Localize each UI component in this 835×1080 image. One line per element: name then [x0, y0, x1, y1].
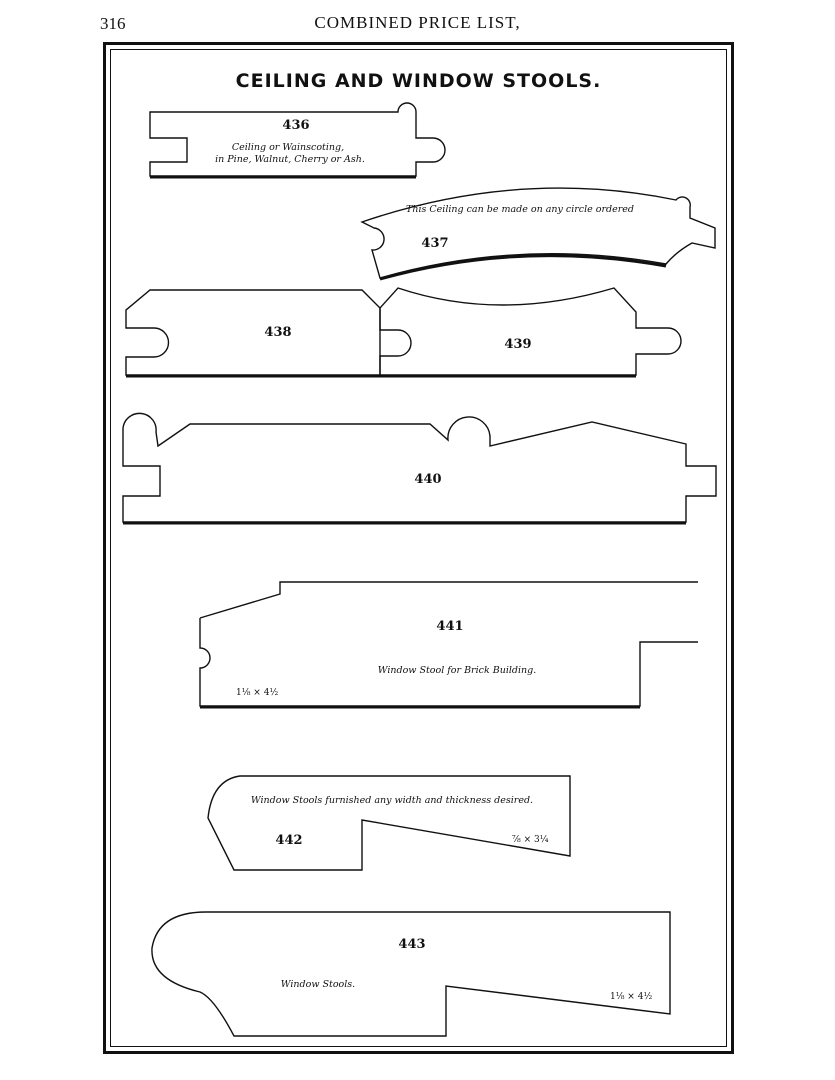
item-number-441: 441 — [436, 619, 463, 634]
item-number-437: 437 — [421, 236, 448, 251]
item-number-442: 442 — [275, 833, 302, 848]
profile-437: This Ceiling can be made on any circle o… — [360, 187, 716, 281]
profile-438: 438 — [125, 289, 381, 378]
item-dimension-443: 1⅛ × 4½ — [610, 991, 652, 1002]
item-number-443: 443 — [398, 937, 425, 952]
item-dimension-442: ⅞ × 3¼ — [512, 834, 549, 845]
profile-441: 441 Window Stool for Brick Building. 1⅛ … — [199, 581, 698, 709]
item-caption-436-line1: Ceiling or Wainscoting, — [232, 142, 344, 153]
item-caption-441: Window Stool for Brick Building. — [378, 665, 537, 676]
item-caption-437: This Ceiling can be made on any circle o… — [406, 204, 634, 215]
profile-442: Window Stools furnished any width and th… — [207, 775, 571, 871]
item-dimension-441: 1⅛ × 4½ — [236, 687, 278, 698]
profile-436: 436 Ceiling or Wainscoting, in Pine, Wal… — [149, 102, 446, 179]
item-number-439: 439 — [504, 337, 531, 352]
plate-border-outer — [103, 42, 734, 1054]
profile-439: 439 — [379, 287, 682, 378]
profile-443: 443 Window Stools. 1⅛ × 4½ — [151, 911, 671, 1037]
plate-border-inner — [110, 49, 727, 1047]
profile-440: 440 — [122, 412, 717, 525]
item-caption-436-line2: in Pine, Walnut, Cherry or Ash. — [215, 154, 365, 165]
item-number-436: 436 — [282, 118, 309, 133]
item-caption-443: Window Stools. — [281, 979, 355, 990]
item-number-440: 440 — [414, 472, 441, 487]
item-caption-442: Window Stools furnished any width and th… — [251, 795, 533, 806]
running-title: COMBINED PRICE LIST, — [314, 13, 521, 32]
plate-title: CEILING AND WINDOW STOOLS. — [235, 70, 602, 92]
item-number-438: 438 — [264, 325, 291, 340]
page-number: 316 — [100, 14, 126, 33]
